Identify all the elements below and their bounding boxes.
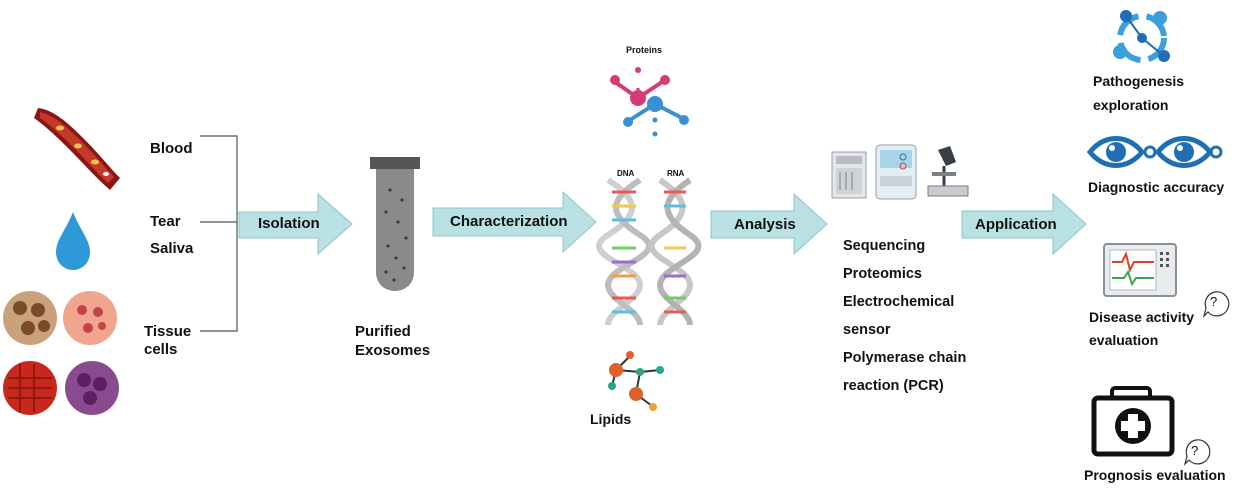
rna-label: RNA [667,169,685,178]
blood-label: Blood [150,140,193,157]
eye-icons [1086,136,1223,168]
analysis-label: Analysis [734,216,796,233]
protein-molecule-icon [610,67,689,137]
network-icon [1113,10,1170,63]
disease-activity-label-line2: evaluation [1089,332,1159,348]
method-item: Proteomics [843,266,922,282]
first-aid-kit-icon [1091,386,1175,457]
source-bracket [200,135,238,332]
lipids-label: Lipids [590,411,632,427]
tear-drop-icon [56,212,90,270]
proteins-label: Proteins [626,45,663,55]
tear-label: Tear [150,213,181,230]
rna-helix-icon [648,177,702,326]
diagnostic-accuracy-label: Diagnostic accuracy [1088,179,1225,195]
disease-activity-label-line1: Disease activity [1089,309,1195,325]
application-arrow [961,192,1087,256]
pathogenesis-label-line1: Pathogenesis [1093,73,1185,89]
analysis-arrow [710,192,828,256]
characterization-arrow [432,190,597,254]
method-item: sensor [843,322,891,338]
blood-vessel-icon [34,108,120,190]
exosomes-label-line2: Exosomes [355,342,431,359]
method-item: Sequencing [843,238,926,254]
characterization-label: Characterization [450,213,568,230]
pathogenesis-label-line2: exploration [1093,97,1169,113]
test-tube-icon [370,157,420,291]
method-item: reaction (PCR) [843,378,944,394]
dna-helix-icon [596,177,652,326]
question-bubble-icon-2 [1183,439,1211,466]
isolation-label: Isolation [258,215,320,232]
monitor-icon [1103,243,1177,297]
exosomes-label-line1: Purified [355,323,411,340]
saliva-label: Saliva [150,240,194,257]
question-bubble-icon [1202,291,1230,318]
lab-equipment-icon [831,144,969,200]
question-mark-text: ? [1210,294,1218,309]
tissue-label-line1: Tissue [144,323,192,340]
isolation-arrow [238,192,353,256]
question-mark-text-2: ? [1191,443,1199,458]
dna-label: DNA [617,169,635,178]
tissue-label-line2: cells [144,341,178,358]
prognosis-label: Prognosis evaluation [1084,467,1226,483]
method-item: Polymerase chain [843,350,967,366]
tissue-cells-icon [3,291,119,415]
method-item: Electrochemical [843,294,955,310]
application-label: Application [975,216,1057,233]
lipid-molecule-icon [608,351,664,411]
methods-list: Sequencing Proteomics Electrochemical se… [843,232,966,400]
